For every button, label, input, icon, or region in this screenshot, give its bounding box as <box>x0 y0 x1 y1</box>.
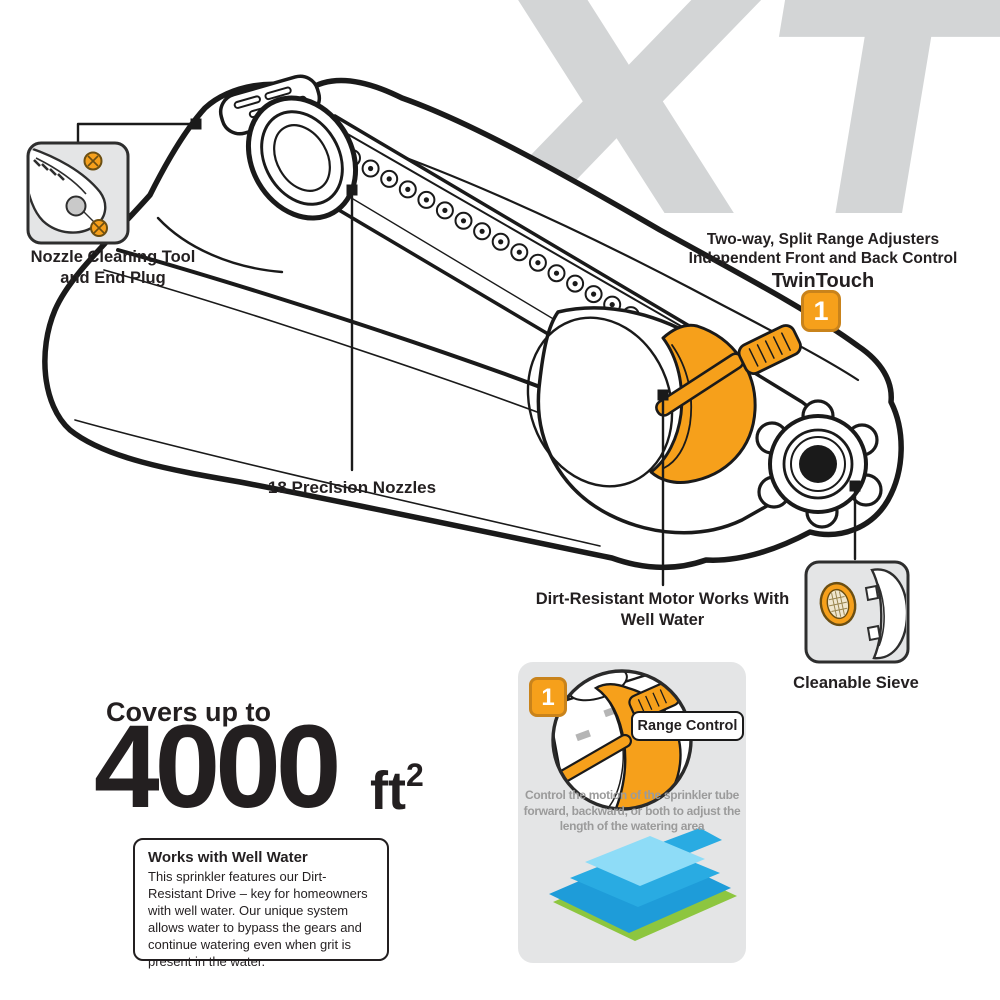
range-control-closeup <box>553 671 691 809</box>
end-plug-icon <box>83 151 108 237</box>
twintouch-brand: TwinTouch <box>771 269 875 292</box>
range-thumb-tab <box>737 324 802 375</box>
range-card-badge: 1 <box>529 677 567 717</box>
twintouch-badge: 1 <box>801 290 841 332</box>
callout-marker <box>346 184 358 196</box>
sieve-inset <box>804 560 910 664</box>
sieve-icon <box>819 581 857 627</box>
callout-markers <box>190 118 861 492</box>
twintouch-line1: Two-way, Split Range Adjusters <box>706 231 940 248</box>
callout-lines <box>76 122 857 587</box>
callout-marker <box>657 389 669 401</box>
watering-area-graphic <box>549 828 737 941</box>
motor-label: Dirt-Resistant Motor Works With Well Wat… <box>535 590 790 630</box>
range-control-pill: Range Control <box>631 711 744 741</box>
callout-marker <box>190 118 202 130</box>
coverage-unit: ft2 <box>370 759 424 821</box>
hose-coupling <box>755 399 883 529</box>
nozzle-tool-label: Nozzle Cleaning Tool and End Plug <box>30 248 196 288</box>
end-cap <box>218 74 359 221</box>
well-water-body: This sprinkler features our Dirt-Resista… <box>148 869 368 970</box>
sieve-label: Cleanable Sieve <box>793 674 919 692</box>
well-water-title: Works with Well Water <box>148 849 308 866</box>
sprinkler-illustration <box>42 74 904 587</box>
range-card-description: Control the motion of the sprinkler tube… <box>523 788 741 834</box>
range-adjusters <box>649 323 802 484</box>
coverage-unit-text: ft <box>370 761 406 821</box>
callout-marker <box>849 480 861 492</box>
twintouch-line2: Independent Front and Back Control <box>688 249 958 267</box>
coverage-value: 4000 <box>94 701 342 833</box>
well-water-box: Works with Well Water This sprinkler fea… <box>133 838 389 969</box>
nozzle-tool-inset <box>26 141 130 245</box>
precision-nozzles-label: 18 Precision Nozzles <box>267 478 437 497</box>
coverage-prefix: Covers up to <box>106 697 272 727</box>
twintouch-callout: Two-way, Split Range Adjusters Independe… <box>670 231 976 294</box>
coverage-exponent: 2 <box>405 757 424 793</box>
